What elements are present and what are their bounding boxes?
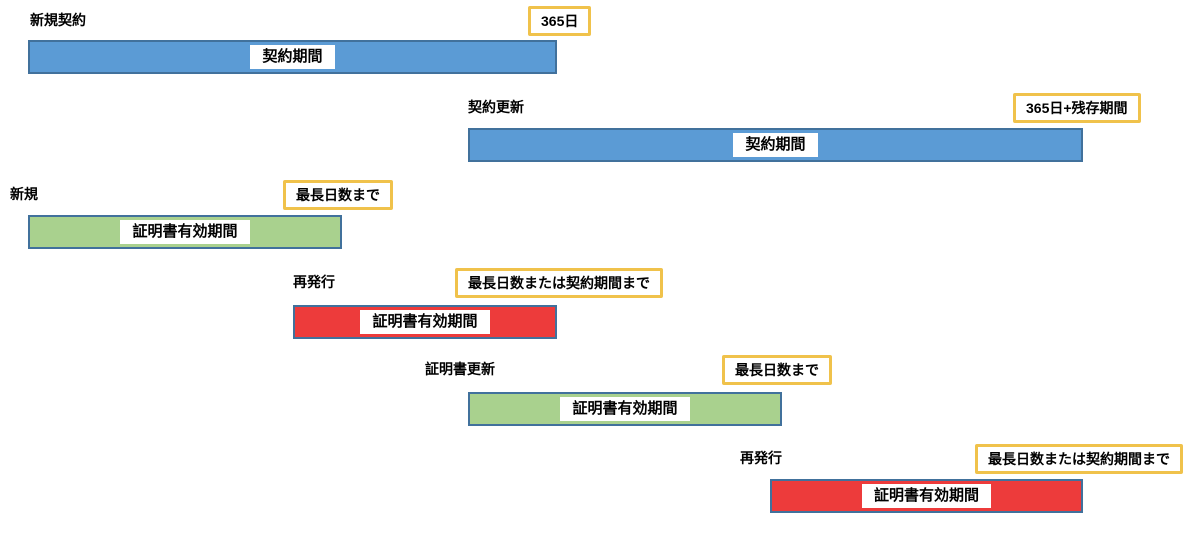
bar-label: 証明書有効期間 <box>560 397 690 421</box>
row-label-certificate-renewal: 証明書更新 <box>425 361 495 377</box>
row-label-contract-renewal: 契約更新 <box>468 99 524 115</box>
bar-label: 証明書有効期間 <box>120 220 250 244</box>
bar-label: 証明書有効期間 <box>861 484 991 508</box>
bar-label: 契約期間 <box>250 45 335 69</box>
bar-label: 契約期間 <box>733 133 818 157</box>
contract-period-bar: 契約期間 <box>468 128 1083 162</box>
duration-badge: 365日+残存期間 <box>1013 93 1141 123</box>
duration-badge: 最長日数まで <box>722 355 832 385</box>
row-label-reissue: 再発行 <box>740 450 782 466</box>
duration-badge: 365日 <box>528 6 592 36</box>
duration-badge: 最長日数または契約期間まで <box>455 268 663 298</box>
contract-period-bar: 契約期間 <box>28 40 557 74</box>
row-label-new: 新規 <box>10 186 38 202</box>
certificate-validity-bar: 証明書有効期間 <box>28 215 342 249</box>
certificate-validity-bar: 証明書有効期間 <box>293 305 557 339</box>
bar-label: 証明書有効期間 <box>360 310 490 334</box>
certificate-validity-bar: 証明書有効期間 <box>468 392 782 426</box>
duration-badge: 最長日数または契約期間まで <box>975 444 1183 474</box>
duration-badge: 最長日数まで <box>283 180 393 210</box>
row-label-new-contract: 新規契約 <box>30 12 86 28</box>
row-label-reissue: 再発行 <box>293 274 335 290</box>
certificate-validity-bar: 証明書有効期間 <box>770 479 1083 513</box>
